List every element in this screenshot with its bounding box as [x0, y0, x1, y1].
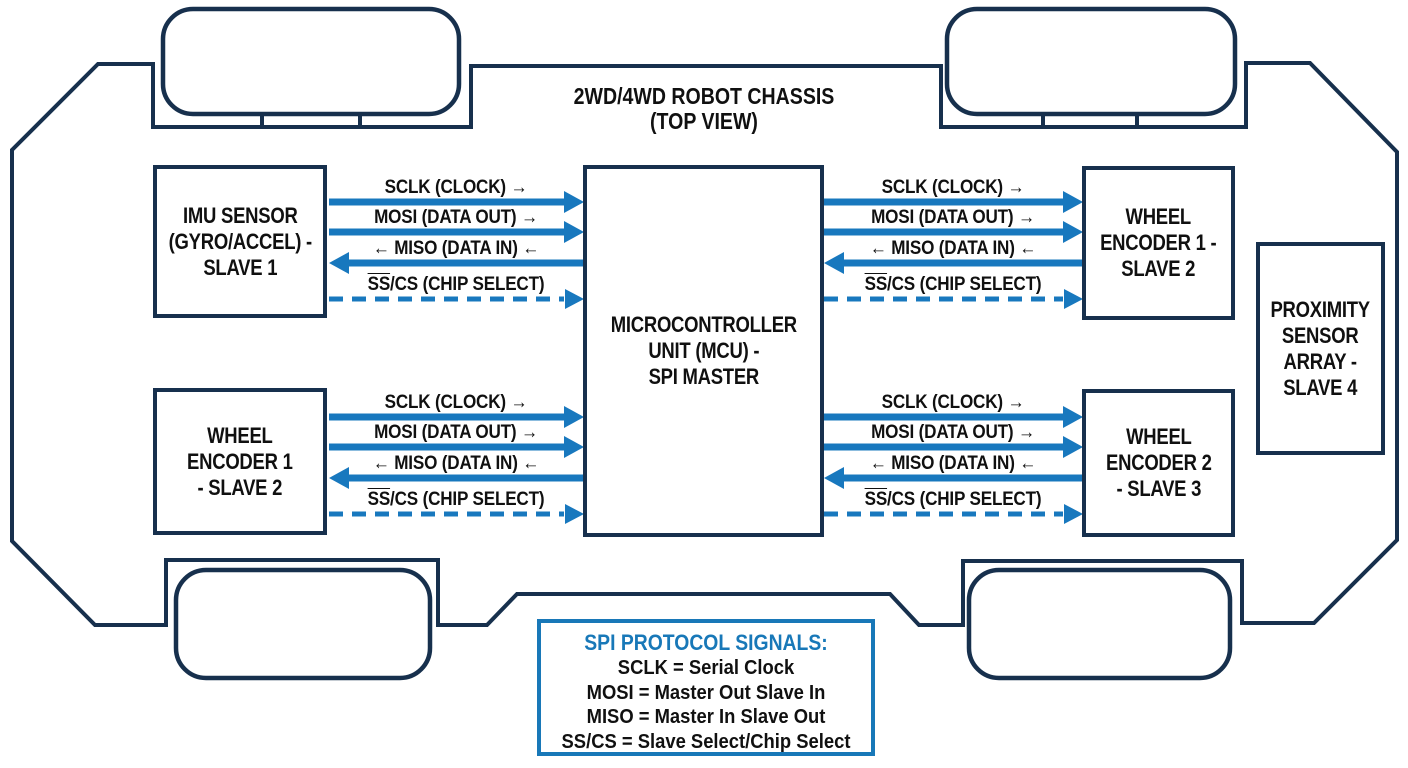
wheel-encoder-bottom-right-label: WHEEL ENCODER 2 - SLAVE 3 — [1106, 424, 1212, 502]
legend-miso: MISO = Master In Slave Out — [586, 706, 826, 728]
wheel-encoder-bottom-right-box: WHEEL ENCODER 2 - SLAVE 3 — [1082, 389, 1235, 537]
proximity-sensor-label: PROXIMITY SENSOR ARRAY - SLAVE 4 — [1270, 296, 1371, 401]
proximity-line4: SLAVE 4 — [1283, 374, 1358, 400]
miso-label-encoder-tr: ← MISO (DATA IN) ← — [869, 238, 1037, 259]
sclk-label-encoder-left: SCLK (CLOCK) → — [384, 392, 528, 413]
spi-arrows-mcu-encoder-top-right — [824, 191, 1083, 309]
chassis-outline — [10, 61, 1399, 627]
miso-label-encoder-br: ← MISO (DATA IN) ← — [869, 453, 1037, 474]
wheel-encoder-left-label: WHEEL ENCODER 1 - SLAVE 2 — [187, 423, 293, 501]
proximity-sensor-box: PROXIMITY SENSOR ARRAY - SLAVE 4 — [1256, 242, 1385, 455]
encoder-left-line1: WHEEL — [207, 422, 273, 448]
sclk-label-encoder-tr: SCLK (CLOCK) → — [881, 177, 1025, 198]
miso-label-imu: ← MISO (DATA IN) ← — [372, 238, 540, 259]
mosi-label-encoder-tr: MOSI (DATA OUT) → — [871, 207, 1035, 228]
imu-line3: SLAVE 1 — [203, 254, 277, 280]
axle-ticks — [260, 112, 1139, 128]
wheel-encoder-left-box: WHEEL ENCODER 1 - SLAVE 2 — [153, 388, 327, 535]
ss-overbar: SS — [864, 274, 888, 295]
ss-cs-label-imu: SS/CS (CHIP SELECT) — [339, 274, 573, 296]
wheel-bottom-right — [966, 567, 1233, 681]
wheel-encoder-top-right-box: WHEEL ENCODER 1 - SLAVE 2 — [1082, 166, 1235, 320]
sclk-label-encoder-br: SCLK (CLOCK) → — [881, 392, 1025, 413]
miso-label-encoder-left: ← MISO (DATA IN) ← — [372, 453, 540, 474]
ss-rest: /CS (CHIP SELECT) — [390, 489, 545, 510]
ss-rest: /CS (CHIP SELECT) — [390, 274, 545, 295]
imu-sensor-label: IMU SENSOR (GYRO/ACCEL) - SLAVE 1 — [168, 202, 312, 281]
encoder-left-line2: ENCODER 1 — [187, 448, 293, 474]
mosi-label-imu: MOSI (DATA OUT) → — [374, 207, 538, 228]
chassis-title-line1: 2WD/4WD ROBOT CHASSIS — [573, 83, 835, 109]
legend-mosi: MOSI = Master Out Slave In — [586, 681, 826, 704]
proximity-line1: PROXIMITY — [1270, 296, 1371, 322]
spi-arrows-imu-mcu — [329, 191, 584, 309]
mcu-line3: SPI MASTER — [648, 364, 759, 389]
spi-arrows-mcu-encoder-bottom-right — [824, 406, 1083, 524]
encoder-br-line1: WHEEL — [1125, 424, 1192, 449]
legend-sclk: SCLK = Serial Clock — [617, 657, 795, 679]
mosi-label-encoder-left: MOSI (DATA OUT) → — [374, 422, 538, 443]
encoder-br-line3: - SLAVE 3 — [1116, 476, 1201, 501]
ss-cs-label-encoder-br: SS/CS (CHIP SELECT) — [836, 489, 1070, 511]
encoder-tr-line1: WHEEL — [1125, 204, 1192, 229]
encoder-br-line2: ENCODER 2 — [1105, 450, 1212, 475]
spi-arrows-encoder-left-mcu — [329, 406, 584, 524]
ss-overbar: SS — [367, 274, 391, 295]
wheel-top-left — [160, 6, 462, 117]
chassis-title: 2WD/4WD ROBOT CHASSIS (TOP VIEW) — [534, 84, 874, 134]
mosi-label-encoder-br: MOSI (DATA OUT) → — [871, 422, 1035, 443]
legend-ss-cs: SS/CS = Slave Select/Chip Select — [561, 730, 851, 753]
imu-line2: (GYRO/ACCEL) - — [168, 228, 312, 254]
ss-overbar: SS — [864, 489, 888, 510]
mcu-box: MICROCONTROLLER UNIT (MCU) - SPI MASTER — [583, 165, 824, 537]
imu-line1: IMU SENSOR — [182, 202, 298, 228]
wheel-top-right — [944, 6, 1238, 117]
ss-rest: /CS (CHIP SELECT) — [887, 274, 1042, 295]
ss-cs-label-encoder-tr: SS/CS (CHIP SELECT) — [836, 274, 1070, 296]
encoder-tr-line2: ENCODER 1 - — [1100, 230, 1217, 255]
ss-cs-label-encoder-left: SS/CS (CHIP SELECT) — [339, 489, 573, 511]
imu-sensor-box: IMU SENSOR (GYRO/ACCEL) - SLAVE 1 — [153, 165, 327, 318]
proximity-line2: SENSOR — [1282, 322, 1359, 348]
encoder-left-line3: - SLAVE 2 — [197, 474, 283, 500]
spi-legend-box: SPI PROTOCOL SIGNALS: SCLK = Serial Cloc… — [537, 619, 875, 756]
wheel-bottom-left — [173, 567, 433, 681]
chassis-title-line2: (TOP VIEW) — [650, 108, 758, 134]
proximity-line3: ARRAY - — [1283, 348, 1358, 374]
sclk-label-imu: SCLK (CLOCK) → — [384, 177, 528, 198]
mcu-line1: MICROCONTROLLER — [610, 312, 797, 337]
spi-legend-title: SPI PROTOCOL SIGNALS: — [584, 630, 828, 655]
mcu-line2: UNIT (MCU) - — [648, 338, 759, 363]
ss-rest: /CS (CHIP SELECT) — [887, 489, 1042, 510]
encoder-tr-line3: SLAVE 2 — [1121, 256, 1196, 281]
ss-overbar: SS — [367, 489, 391, 510]
mcu-label: MICROCONTROLLER UNIT (MCU) - SPI MASTER — [610, 312, 796, 390]
wheel-encoder-top-right-label: WHEEL ENCODER 1 - SLAVE 2 — [1100, 204, 1217, 282]
